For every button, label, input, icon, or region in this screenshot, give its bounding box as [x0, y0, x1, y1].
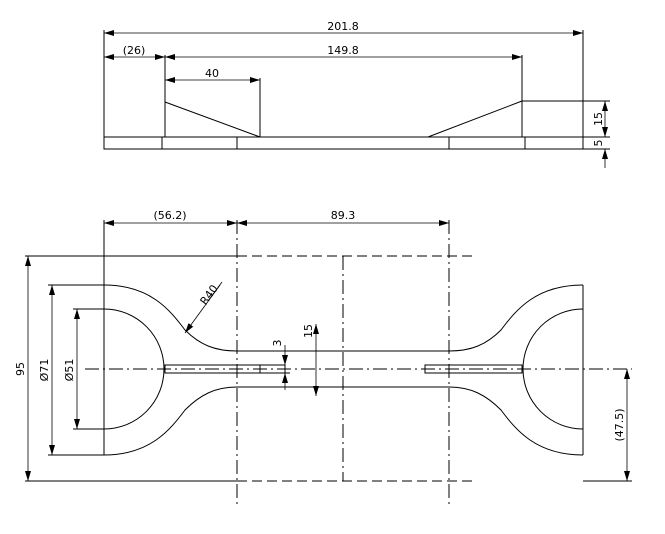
dim-width: 95: [14, 362, 27, 376]
plan-view: (56.2) 89.3 95 Ø71 Ø51 R40 3 15 (47.5): [14, 209, 632, 505]
dim-half: (47.5): [613, 408, 626, 441]
taper-profile: [103, 30, 610, 150]
radius-underline: [207, 281, 223, 302]
dim-outer-dia: Ø71: [38, 359, 51, 382]
base-dividers: [161, 137, 526, 149]
dim-neck: 15: [302, 324, 315, 338]
dim-left: (26): [123, 44, 146, 57]
dim-left: (56.2): [153, 209, 186, 222]
dim-taper: 40: [205, 67, 219, 80]
center-lines: [85, 220, 632, 505]
dim-slot: 3: [271, 340, 284, 347]
dim-inner: 149.8: [327, 44, 359, 57]
dim-base: 5: [592, 140, 605, 147]
dim-radius: R40: [198, 282, 221, 307]
dim-overall: 201.8: [327, 20, 359, 33]
dim-center: 89.3: [331, 209, 356, 222]
outline: [25, 220, 632, 482]
dim-height: 15: [592, 112, 605, 126]
hidden-lines: [237, 255, 475, 482]
base-plate: [103, 136, 584, 150]
top-view: 201.8 (26) 149.8 40 15 5: [103, 20, 610, 168]
dim-inner-dia: Ø51: [63, 359, 76, 382]
